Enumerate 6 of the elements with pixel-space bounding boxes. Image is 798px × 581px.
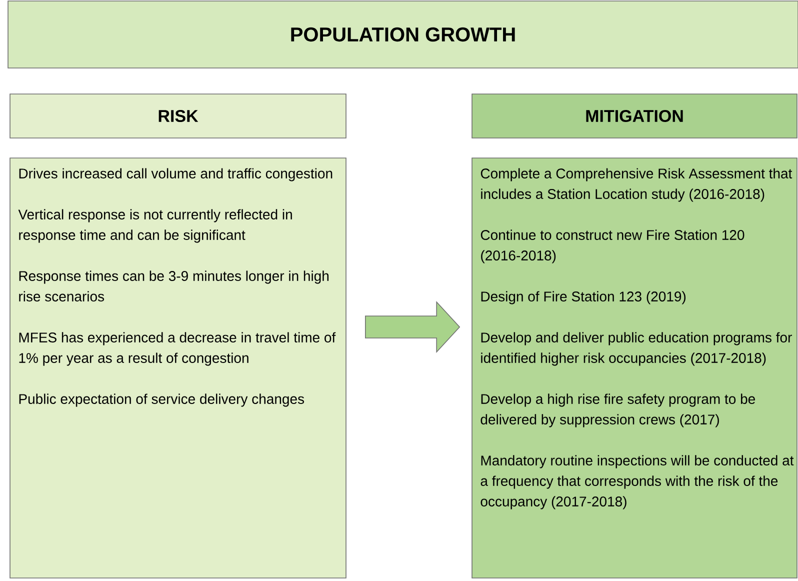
- header-box: RISK: [10, 94, 346, 138]
- block-arrow: [365, 300, 460, 354]
- title-box: POPULATION GROWTH: [8, 0, 798, 68]
- text-panel: Drives increased call volume and traffic congestion Vertical response is not currently reflected in response time and can be significant Response times can be 3-9 minutes longer in high rise scenarios MFES has experienced a decrease in travel time of 1% per year as a result of congestion Public expectation of service delivery changes: [10, 158, 346, 578]
- header-box: MITIGATION: [472, 94, 798, 138]
- text-panel: Complete a Comprehensive Risk Assessment that includes a Station Location study (2016-2018) Continue to construct new Fire Station 120 (2016-2018) Design of Fire Station 123 (2019) Develop and deliver public education programs for identified higher risk occupancies (2017-2018) Develop a high rise fire safety program to be delivered by suppression crews (2017) Mandatory routine inspections will be conducted at a frequency that corresponds with the risk of the occupancy (2017-2018): [472, 158, 798, 578]
